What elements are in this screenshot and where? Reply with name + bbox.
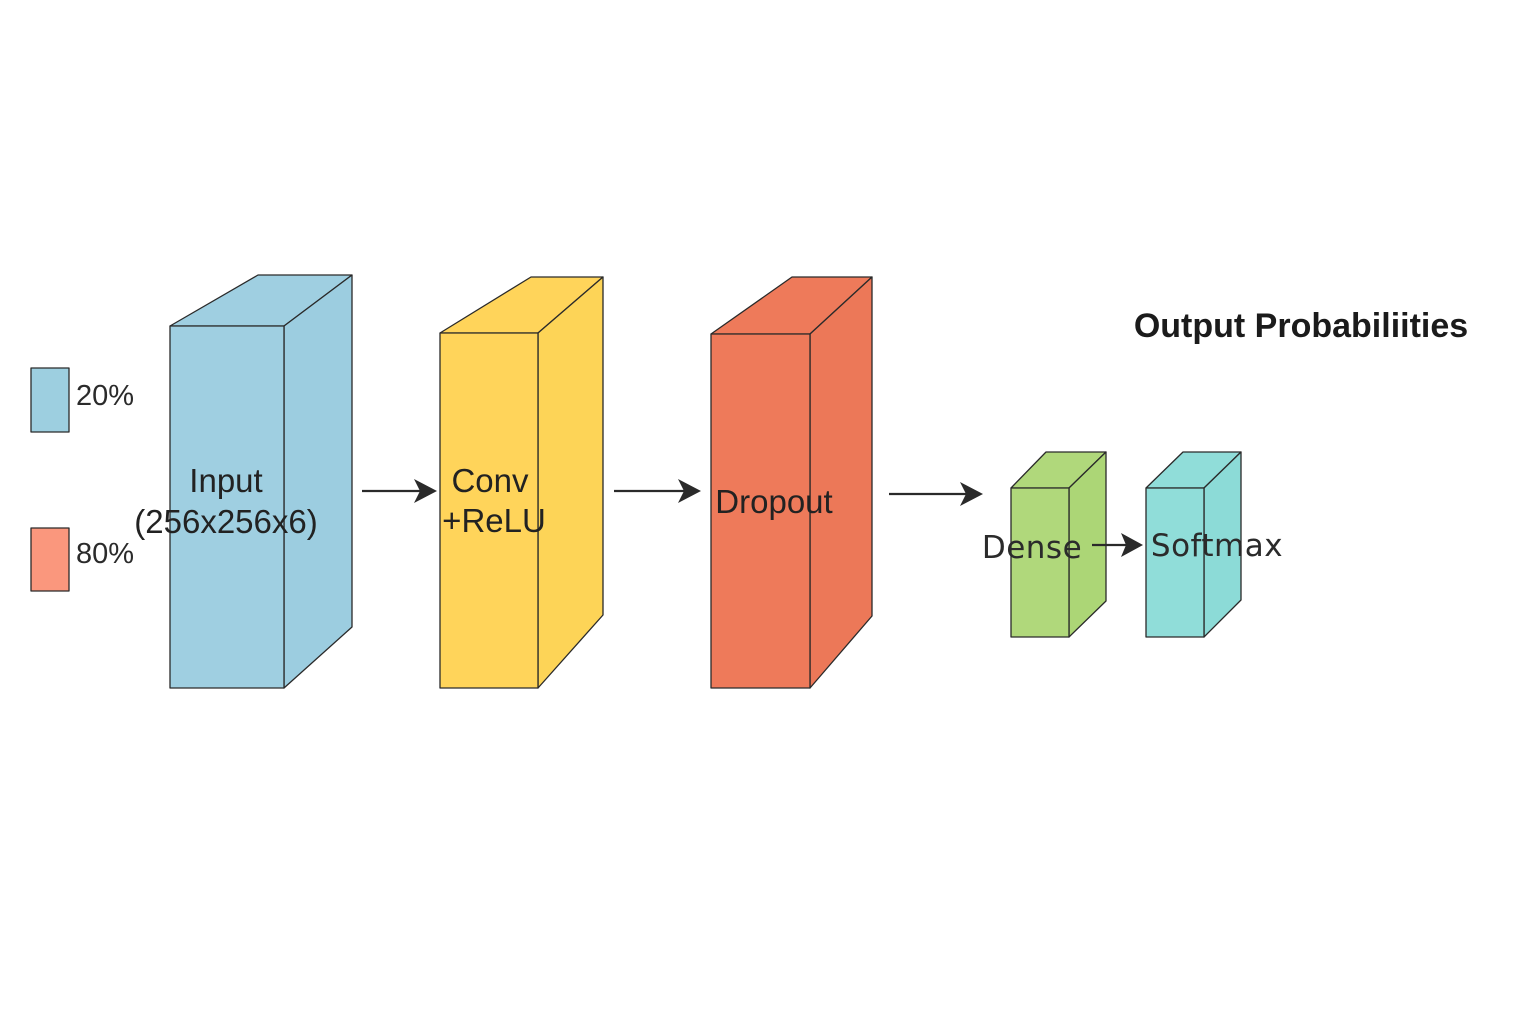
dropout-label: Dropout [715, 483, 832, 520]
arrow-conv-to-dropout [614, 479, 701, 503]
arrow-head-icon [414, 479, 437, 503]
output-probabilities-title: Output Probabiliities [1134, 307, 1468, 345]
legend: 20% 80% [30, 367, 134, 592]
legend-label-80: 80% [76, 538, 134, 570]
dropout-layer-block [710, 276, 873, 689]
arrow-head-icon [678, 479, 701, 503]
dense-label: Dense [982, 530, 1082, 566]
arrow-dropout-to-dense [889, 482, 983, 506]
arrow-head-icon [1121, 533, 1143, 557]
conv-block-front [439, 332, 539, 689]
softmax-label: Softmax [1151, 528, 1283, 564]
conv-label-name: Conv [451, 462, 529, 499]
input-block-side [283, 274, 353, 689]
dense-block-front [1010, 487, 1070, 638]
legend-swatch-20 [30, 367, 70, 433]
arrow-dense-to-softmax [1092, 533, 1143, 557]
legend-label-20: 20% [76, 380, 134, 412]
arrow-head-icon [960, 482, 983, 506]
input-label-name: Input [189, 462, 262, 499]
dropout-block-front [710, 333, 811, 689]
input-layer-block [169, 274, 353, 689]
input-block-front [169, 325, 285, 689]
conv-block-side [537, 276, 604, 689]
dense-layer-block [1010, 451, 1107, 638]
conv-layer-block [439, 276, 604, 689]
softmax-block-front [1145, 487, 1205, 638]
conv-label-activation: +ReLU [442, 502, 546, 539]
legend-swatch-80 [30, 527, 70, 592]
arrow-input-to-conv [362, 479, 437, 503]
input-label-shape: (256x256x6) [134, 503, 317, 540]
softmax-layer-block [1145, 451, 1242, 638]
